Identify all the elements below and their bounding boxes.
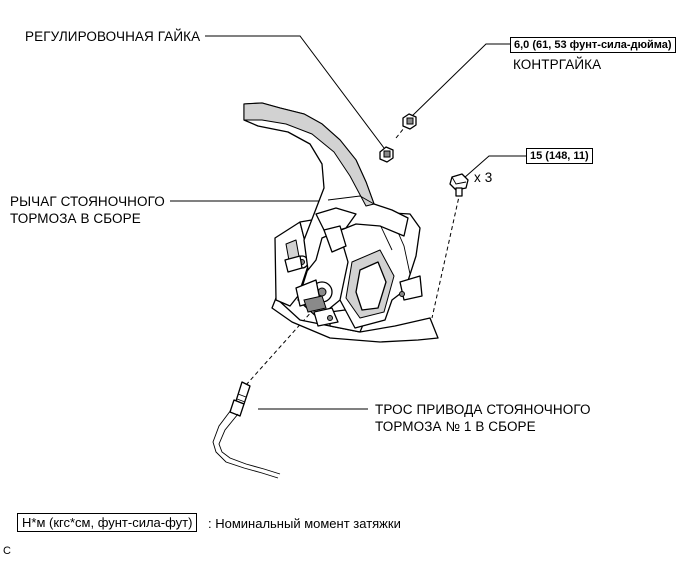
lever-label-line1: РЫЧАГ СТОЯНОЧНОГО bbox=[10, 194, 165, 209]
figure-code: C bbox=[3, 545, 12, 557]
mounting-bolt bbox=[449, 173, 469, 197]
ratchet-mechanism bbox=[295, 225, 405, 327]
legend-units-box: Н*м (кгс*см, фунт-сила-фут) bbox=[17, 513, 198, 532]
legend-description: : Номинальный момент затяжки bbox=[208, 516, 401, 531]
cable-label-line2: ТОРМОЗА № 1 В СБОРЕ bbox=[375, 419, 536, 434]
nut-dash-line bbox=[395, 127, 405, 139]
cable-label-line1: ТРОС ПРИВОДА СТОЯНОЧНОГО bbox=[375, 402, 591, 417]
adjusting-nut-leader bbox=[205, 35, 385, 149]
cable-dash-line bbox=[245, 299, 323, 386]
locknut-leader bbox=[409, 43, 510, 119]
parking-brake-cable bbox=[212, 381, 281, 479]
bolt-torque-box: 15 (148, 11) bbox=[526, 148, 593, 164]
locknut-label: КОНТРГАЙКА bbox=[513, 57, 602, 72]
locknut bbox=[402, 113, 417, 130]
lever-housing bbox=[337, 211, 423, 329]
lever-label-line2: ТОРМОЗА В СБОРЕ bbox=[10, 211, 141, 226]
adjusting-nut bbox=[379, 146, 394, 163]
lever-arm bbox=[243, 102, 409, 271]
bolt-torque-leader bbox=[463, 155, 526, 179]
bolt-dash-line bbox=[431, 191, 461, 319]
locknut-torque-box: 6,0 (61, 53 фунт-сила-дюйма) bbox=[510, 37, 676, 53]
bolt-quantity-label: x 3 bbox=[474, 170, 493, 185]
adjusting-nut-label: РЕГУЛИРОВОЧНАЯ ГАЙКА bbox=[25, 29, 201, 44]
